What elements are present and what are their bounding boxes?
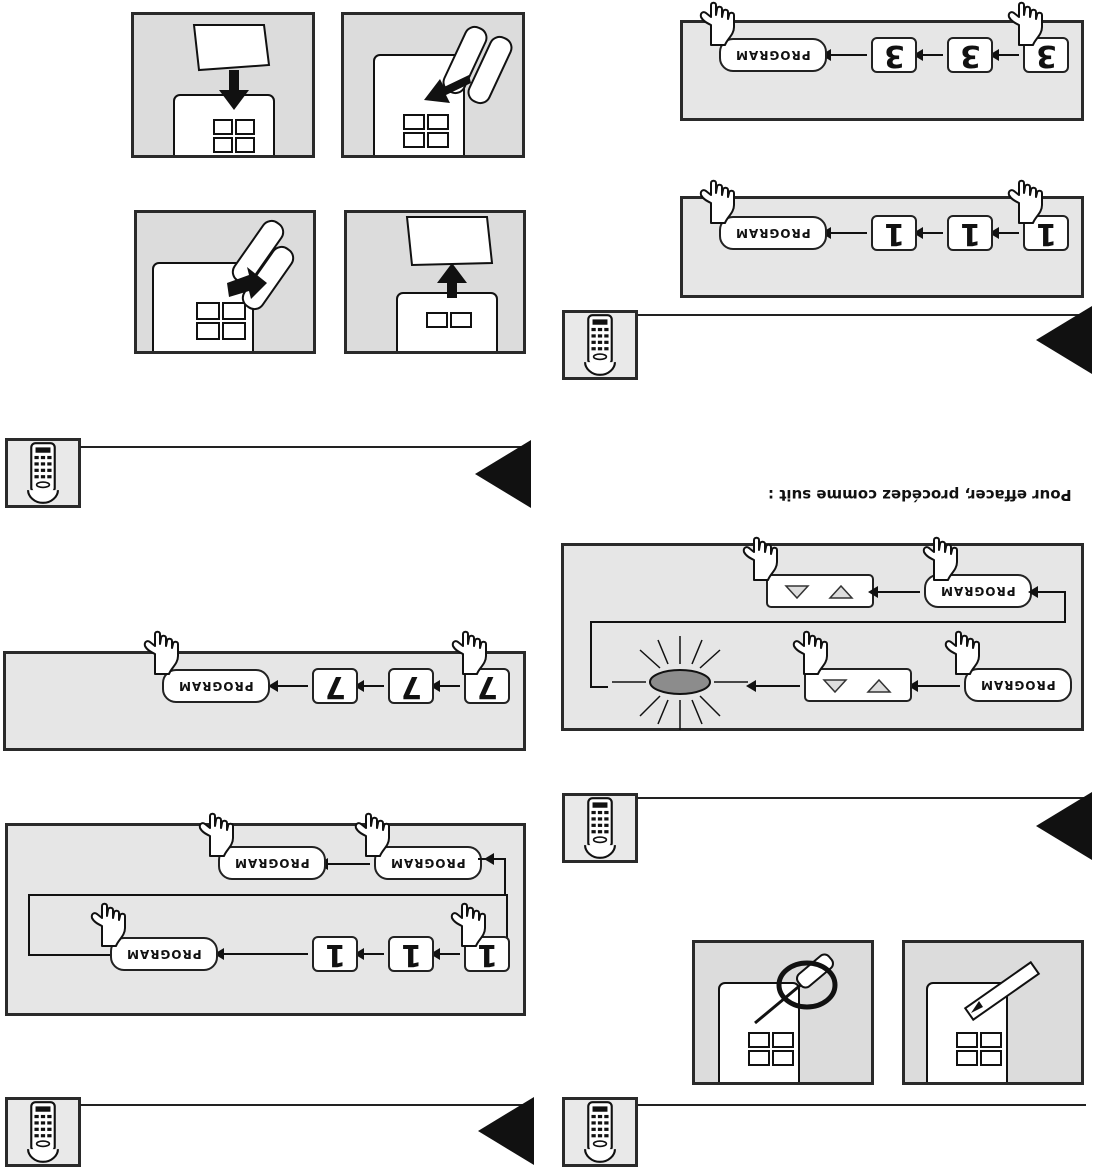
pointing-hand-icon (920, 536, 960, 582)
sequence-panel-111: 1 1 1 PROGRAM (680, 196, 1084, 298)
arrow (438, 685, 460, 687)
arrow (876, 591, 920, 593)
key-7[interactable]: 7 (388, 668, 434, 704)
loop-line (590, 621, 1066, 623)
arrow (362, 953, 384, 955)
keypad-pencil-photo (902, 940, 1084, 1085)
keypad-icon (5, 1097, 81, 1167)
loop-line (28, 954, 110, 956)
sequence-panel-333: 3 3 3 PROGRAM (680, 20, 1084, 121)
keypad-icon (562, 793, 638, 863)
arrow (997, 232, 1019, 234)
sequence-panel-program-111: PROGRAM PROGRAM 1 1 1 PROGRAM (5, 823, 526, 1016)
loop-line (590, 686, 608, 688)
battery-step-replace-cover (344, 210, 526, 354)
arrow (438, 953, 460, 955)
section-divider (80, 1104, 530, 1106)
arrow (326, 863, 370, 865)
battery-step-remove-batteries (341, 12, 525, 158)
pointing-hand-icon (141, 630, 181, 676)
arrow (1036, 591, 1066, 593)
pointing-hand-icon (1005, 1, 1045, 47)
key-1[interactable]: 1 (312, 936, 358, 972)
section-divider (80, 446, 530, 448)
arrow (276, 685, 308, 687)
arrow (362, 685, 384, 687)
pointing-hand-icon (740, 536, 780, 582)
triangle-marker-icon (475, 440, 531, 508)
arrow (997, 54, 1019, 56)
arrow (829, 232, 867, 234)
key-1[interactable]: 1 (871, 215, 917, 251)
pointing-hand-icon (196, 812, 236, 858)
section-divider (638, 1104, 1086, 1106)
pointing-hand-icon (1005, 179, 1045, 225)
erase-procedure-panel: PROGRAM PROGRAM (561, 543, 1084, 731)
triangle-marker-icon (1036, 792, 1092, 860)
pointing-hand-icon (448, 902, 488, 948)
erase-heading: Pour effacer, procédez comme suit : (768, 486, 1072, 504)
key-3[interactable]: 3 (947, 37, 993, 73)
pointing-hand-icon (790, 630, 830, 676)
keypad-screwdriver-photo (692, 940, 874, 1085)
pointing-hand-icon (449, 630, 489, 676)
pointing-hand-icon (697, 1, 737, 47)
triangle-marker-icon (1036, 306, 1092, 374)
arrow (921, 54, 943, 56)
arrow (222, 953, 308, 955)
loop-line (1064, 591, 1066, 621)
pointing-hand-icon (88, 902, 128, 948)
key-1[interactable]: 1 (947, 215, 993, 251)
key-1[interactable]: 1 (388, 936, 434, 972)
section-divider (638, 314, 1088, 316)
keypad-icon (562, 310, 638, 380)
pointing-hand-icon (942, 630, 982, 676)
pointing-hand-icon (697, 179, 737, 225)
sequence-panel-777: 7 7 7 PROGRAM (3, 651, 526, 751)
pointing-hand-icon (352, 812, 392, 858)
battery-step-remove-cover (131, 12, 315, 158)
battery-step-insert-batteries (134, 210, 316, 354)
triangle-marker-icon (478, 1097, 534, 1165)
up-down-button[interactable] (766, 574, 874, 608)
loop-line (590, 621, 592, 687)
section-divider (638, 797, 1088, 799)
arrow (492, 858, 504, 860)
key-3[interactable]: 3 (871, 37, 917, 73)
arrow (921, 232, 943, 234)
arrow (754, 685, 800, 687)
keypad-icon (562, 1097, 638, 1167)
arrow (829, 54, 867, 56)
flashing-light-icon (610, 630, 750, 734)
arrow (916, 685, 960, 687)
keypad-icon (5, 438, 81, 508)
key-7[interactable]: 7 (312, 668, 358, 704)
